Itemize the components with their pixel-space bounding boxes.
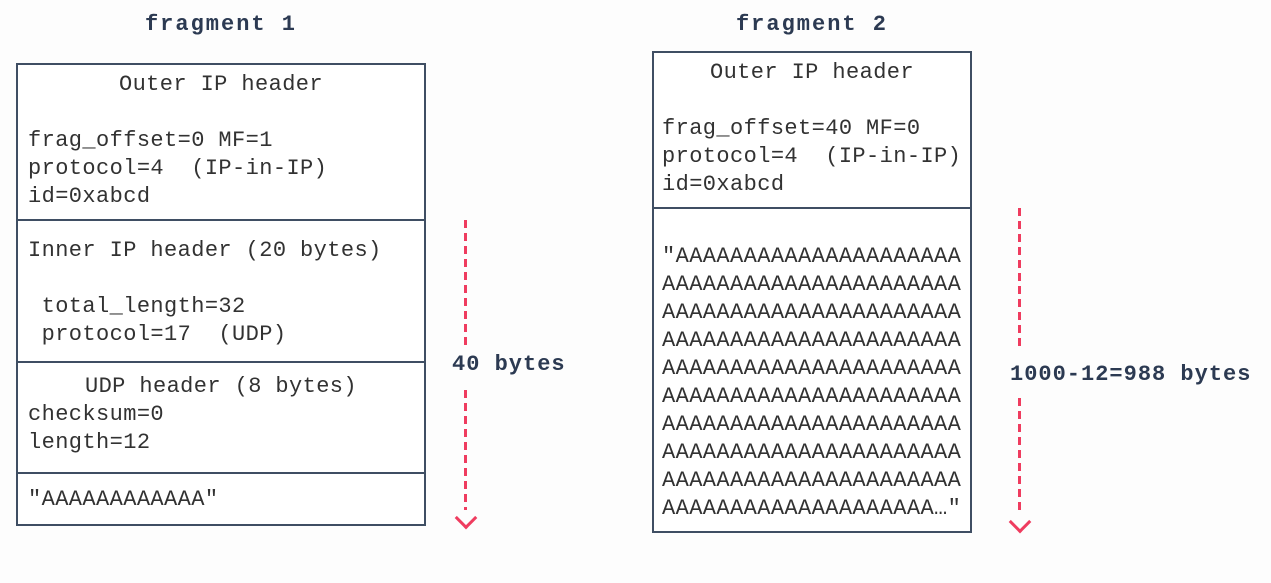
outer-ip-header-fields: frag_offset=0 MF=1 protocol=4 (IP-in-IP)… [28,128,328,209]
outer-ip-header-heading: Outer IP header [118,72,324,97]
fragment-1-outer-ip-header-section: Outer IP header frag_offset=0 MF=1 proto… [18,65,424,219]
udp-header-fields: checksum=0 length=12 [28,402,165,455]
fragment-1-size-arrow-upper-segment [464,220,467,346]
fragment-1-inner-ip-header-section: Inner IP header (20 bytes) total_length=… [18,219,424,361]
fragment-1-size-arrow-lower-segment [464,390,467,510]
arrow-down-icon [454,506,478,530]
fragment-2-size-arrow-upper-segment [1018,208,1021,350]
fragment-1-payload-section: "AAAAAAAAAAAA" [18,472,424,524]
outer-ip-header-heading: Outer IP header [709,60,915,85]
fragment-2-payload-section: "AAAAAAAAAAAAAAAAAAAAA AAAAAAAAAAAAAAAAA… [654,207,970,531]
fragment-2-payload-text: "AAAAAAAAAAAAAAAAAAAAA AAAAAAAAAAAAAAAAA… [662,244,962,521]
inner-ip-header-fields: total_length=32 protocol=17 (UDP) [41,294,287,347]
arrow-down-icon [1008,510,1032,534]
fragment-2-size-arrow-lower-segment [1018,398,1021,514]
fragment-2-title: fragment 2 [735,12,889,37]
fragment-1-box: Outer IP header frag_offset=0 MF=1 proto… [16,63,426,526]
fragment-1-title: fragment 1 [144,12,298,37]
fragment-2-box: Outer IP header frag_offset=40 MF=0 prot… [652,51,972,533]
inner-ip-header-heading: Inner IP header (20 bytes) [28,238,382,263]
fragment-1-size-label: 40 bytes [452,352,566,377]
fragment-1-udp-header-section: UDP header (8 bytes) checksum=0 length=1… [18,361,424,472]
fragment-2-size-label: 1000-12=988 bytes [1010,362,1252,387]
outer-ip-header-fields: frag_offset=40 MF=0 protocol=4 (IP-in-IP… [662,116,962,197]
udp-header-heading: UDP header (8 bytes) [84,374,358,399]
fragment-1-payload-text: "AAAAAAAAAAAA" [28,487,219,512]
fragment-2-outer-ip-header-section: Outer IP header frag_offset=40 MF=0 prot… [654,53,970,207]
